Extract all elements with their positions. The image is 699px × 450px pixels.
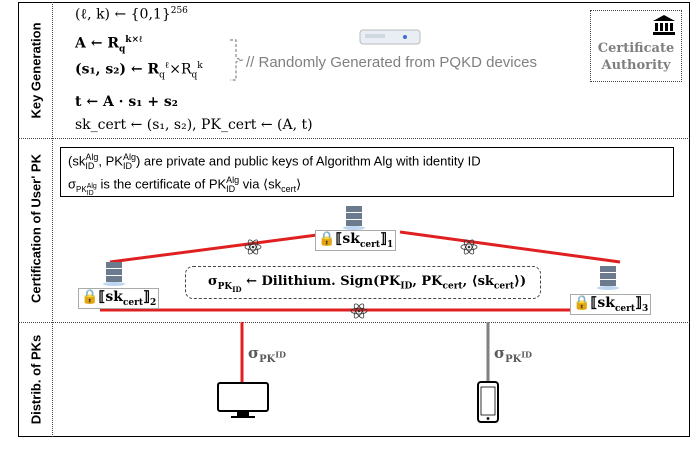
phone-signature-label: σPKID — [494, 344, 532, 365]
lock-icon: 🔒 — [573, 295, 591, 311]
desktop-signature-label: σPKID — [248, 344, 286, 365]
pqkd-note: // Randomly Generated from PQKD devices — [246, 54, 537, 71]
section-divider-2 — [18, 322, 690, 323]
server-icon — [103, 262, 125, 286]
node-3-key-share: 🔒⟦skcert⟧3 — [570, 294, 652, 315]
key-definition-box — [60, 147, 674, 197]
atom-icon — [460, 239, 478, 255]
lock-icon: 🔒 — [318, 231, 336, 247]
certificate-authority-box — [590, 10, 682, 82]
keygen-line-3: (s₁, s₂) ← Rqℓ×Rqk — [75, 61, 203, 81]
atom-icon — [244, 239, 262, 255]
bracket — [230, 39, 244, 81]
keygen-line-4: t ← A · s₁ + s₂ — [75, 94, 178, 110]
atom-icon — [350, 303, 368, 319]
certificate-authority-label: Certificate Authority — [597, 41, 675, 73]
keygen-line-2: A ← Rqk×ℓ — [75, 35, 143, 55]
keygen-line-1: (ℓ, k) ← {0,1}256 — [75, 6, 188, 23]
link-node2-node1 — [109, 230, 341, 264]
dilithium-sign-box — [185, 266, 541, 299]
section-divider-1 — [18, 138, 690, 139]
bank-icon — [653, 15, 675, 35]
dilithium-sign-formula: σPKID ← Dilithium. Sign(PKID, PKcert, ⟨s… — [208, 274, 527, 294]
server-icon — [597, 266, 619, 290]
section-label-divider — [52, 2, 53, 437]
pqkd-device-icon — [359, 29, 421, 45]
keygen-line-5: sk_cert ← (s₁, s₂), PK_cert ← (A, t) — [75, 117, 313, 133]
lock-icon: 🔒 — [81, 289, 99, 305]
smartphone-icon — [477, 381, 499, 423]
diagram-frame — [18, 2, 690, 437]
server-icon — [343, 206, 365, 230]
link-node1-node3 — [399, 230, 621, 264]
node-1-key-share: 🔒⟦skcert⟧1 — [315, 230, 397, 251]
desktop-monitor-icon — [217, 382, 269, 418]
node-2-key-share: 🔒⟦skcert⟧2 — [78, 288, 160, 309]
